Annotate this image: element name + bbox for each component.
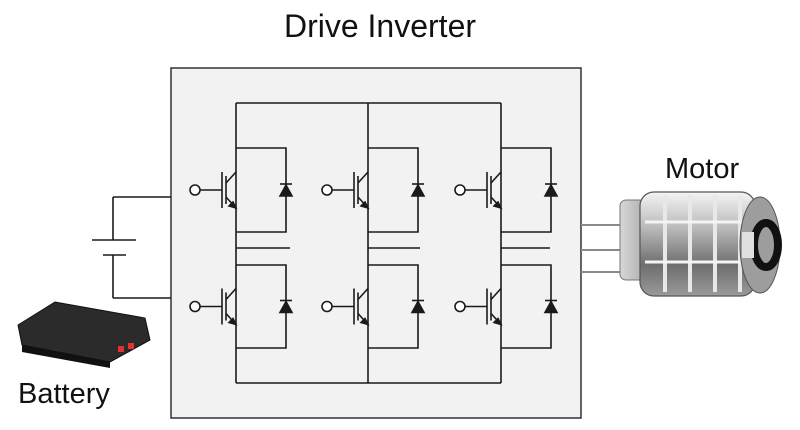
igbt-switch-lower-3 [454,264,559,349]
igbt-switch-upper-1 [189,147,294,233]
battery-icon [17,301,151,368]
switch-matrix [189,147,559,349]
battery-wiring [92,196,171,299]
igbt-switch-upper-2 [321,147,426,233]
battery-label: Battery [18,378,110,410]
motor-icon [619,191,782,297]
motor-label: Motor [665,153,740,185]
dc-bus-wiring [235,102,550,384]
igbt-switch-upper-3 [454,147,559,233]
igbt-switch-lower-1 [189,264,294,349]
igbt-switch-lower-2 [321,264,426,349]
inverter-box [170,67,582,419]
diagram-title: Drive Inverter [283,8,477,44]
